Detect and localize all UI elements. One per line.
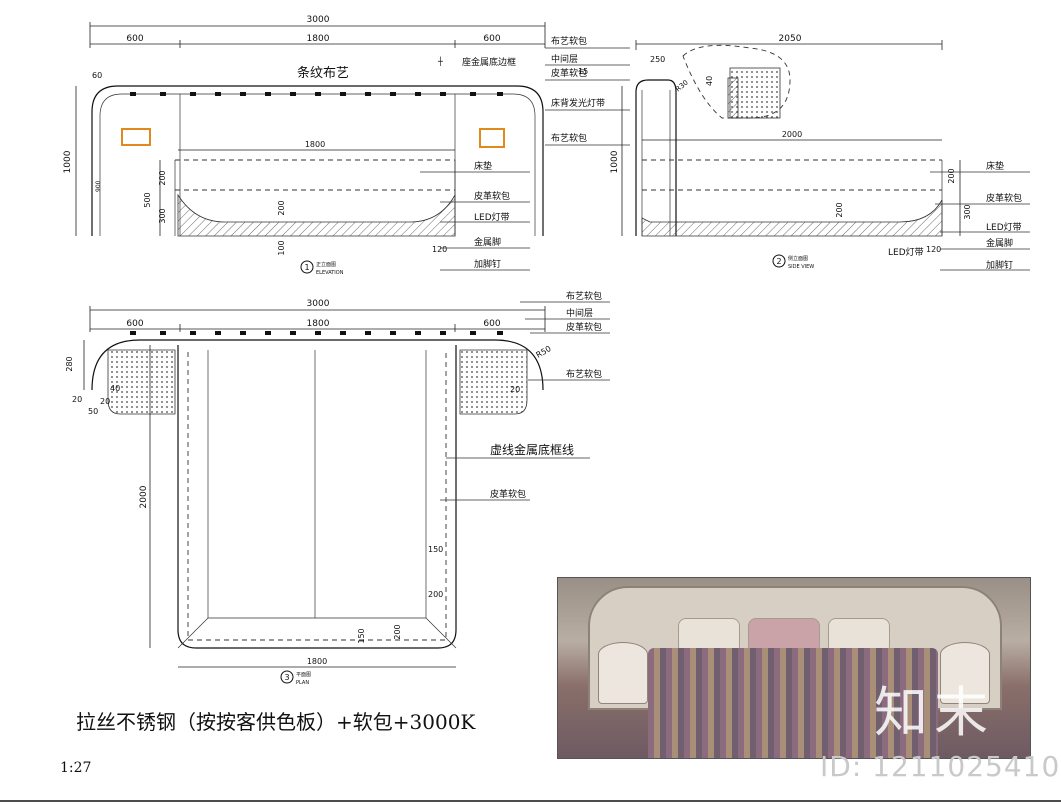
side-view-no: 2 — [776, 257, 781, 266]
plan-view-en: PLAN — [296, 680, 309, 686]
elevation-view: 3000 600 1800 600 60 1000 500 300 200 20… — [63, 15, 630, 276]
elev-dim-right: 600 — [483, 34, 500, 44]
elev-dim-200a: 200 — [158, 170, 167, 185]
plan-label-fabric-soft2: 布艺软包 — [566, 368, 602, 380]
side-dim-2000: 2000 — [782, 130, 802, 139]
elev-dim-500: 500 — [143, 192, 152, 207]
elev-label-foot-nail: 加脚钉 — [474, 259, 501, 270]
plan-view-no: 3 — [284, 673, 289, 682]
plan-dim-150b: 150 — [357, 628, 366, 643]
side-dim-height: 1000 — [610, 150, 620, 173]
side-view-cn: 侧立面图 — [788, 255, 808, 262]
elev-label-frame: 座金属底边框 — [462, 56, 516, 68]
asset-id: ID: 1211025410 — [820, 750, 1061, 783]
side-view-en: SIDE VIEW — [788, 264, 814, 270]
elev-label-metal-foot: 金属脚 — [474, 236, 501, 248]
plan-dim-40: 40 — [110, 384, 120, 393]
side-label-led: LED灯带 — [986, 222, 1022, 233]
elev-led-dots — [130, 92, 503, 96]
photo-nightstand-right — [940, 642, 990, 704]
side-dim-200b: 200 — [835, 202, 844, 217]
plan-dim-total: 3000 — [307, 299, 330, 309]
side-dim-250: 250 — [650, 55, 665, 64]
side-label-foot-nail: 加脚钉 — [986, 260, 1013, 271]
elev-view-cn: 正立面图 — [316, 261, 336, 268]
elev-dim-mid: 1800 — [307, 34, 330, 44]
plan-dim-2000: 2000 — [139, 485, 149, 508]
elev-label-fabric-soft2: 布艺软包 — [551, 132, 587, 144]
plan-dim-mid: 1800 — [307, 319, 330, 329]
side-dim-200a: 200 — [947, 168, 956, 183]
photo-nightstand-left — [598, 642, 648, 704]
plan-label-fabric-soft: 布艺软包 — [566, 290, 602, 302]
elev-switch-left — [121, 128, 151, 146]
elev-label-mattress: 床垫 — [474, 160, 492, 172]
elev-label-backlight: 床背发光灯带 — [551, 97, 605, 109]
elev-dim-300: 300 — [158, 208, 167, 223]
elev-label-leather-soft: 皮革软包 — [551, 67, 587, 79]
plan-dim-r50: R50 — [535, 344, 553, 360]
plan-view-cn: 平面图 — [296, 672, 311, 678]
plan-dim-50: 50 — [88, 407, 98, 416]
elev-label-leather: 皮革软包 — [474, 190, 510, 202]
material-note: 拉丝不锈钢（按按客供色板）+软包+3000K — [76, 710, 476, 734]
plan-label-dash-frame: 虚线金属底框线 — [490, 442, 574, 457]
side-dim-300: 300 — [963, 204, 972, 219]
side-dim-total: 2050 — [779, 34, 802, 44]
plan-dim-200b: 200 — [393, 624, 402, 639]
plan-dim-280: 280 — [65, 356, 74, 371]
elev-dim-small: 900 — [95, 180, 102, 192]
elev-label-led: LED灯带 — [474, 212, 510, 223]
plan-label-middle: 中间层 — [566, 307, 593, 319]
elev-view-no: 1 — [304, 263, 309, 272]
elev-dim-height: 1000 — [63, 150, 73, 173]
elev-dim-left: 600 — [126, 34, 143, 44]
elev-label-fabric-soft: 布艺软包 — [551, 35, 587, 47]
side-label-mattress: 床垫 — [986, 160, 1004, 172]
bed-reference-photo: 知末 — [557, 577, 1031, 759]
plan-dim-20b: 20 — [100, 397, 110, 406]
plan-dim-150a: 150 — [428, 545, 443, 554]
elev-frame-marker: ┼ — [437, 56, 443, 66]
plan-dim-bottom: 1800 — [307, 657, 327, 666]
elev-dim-60: 60 — [92, 71, 102, 80]
drawing-scale: 1:27 — [60, 760, 92, 776]
plan-dim-right: 600 — [483, 319, 500, 329]
side-label-metal-foot: 金属脚 — [986, 237, 1013, 249]
plan-dim-200a: 200 — [428, 590, 443, 599]
plan-dim-20a: 20 — [72, 395, 82, 404]
plan-led-dots — [130, 331, 503, 335]
side-label-led2: LED灯带 — [888, 247, 924, 258]
side-dim-120: 120 — [926, 245, 941, 254]
photo-watermark: 知末 — [874, 681, 994, 744]
side-dim-15: 15 — [578, 67, 588, 76]
plan-view: 3000 600 1800 600 280 20 20 50 40 R50 20 — [65, 290, 610, 686]
elev-dim-inner: 1800 — [305, 140, 325, 149]
elev-label-middle: 中间层 — [551, 53, 578, 65]
elev-title-fabric: 条纹布艺 — [297, 65, 349, 81]
plan-label-leather-soft: 皮革软包 — [566, 321, 602, 333]
plan-dim-left: 600 — [126, 319, 143, 329]
elev-dim-100: 100 — [277, 240, 286, 255]
elev-dim-200b: 200 — [277, 200, 286, 215]
side-view: 2050 250 15 R30 40 2000 1000 200 300 200… — [578, 34, 1030, 271]
elev-view-en: ELEVATION — [316, 270, 344, 276]
plan-label-leather-soft2: 皮革软包 — [490, 488, 526, 500]
plan-dim-20c: 20 — [510, 385, 520, 394]
elev-switch-right — [479, 128, 505, 148]
photo-bed — [648, 648, 938, 758]
elev-dim-total: 3000 — [307, 15, 330, 25]
side-label-leather: 皮革软包 — [986, 192, 1022, 204]
side-dim-40: 40 — [705, 76, 714, 86]
elev-dim-120: 120 — [432, 245, 447, 254]
